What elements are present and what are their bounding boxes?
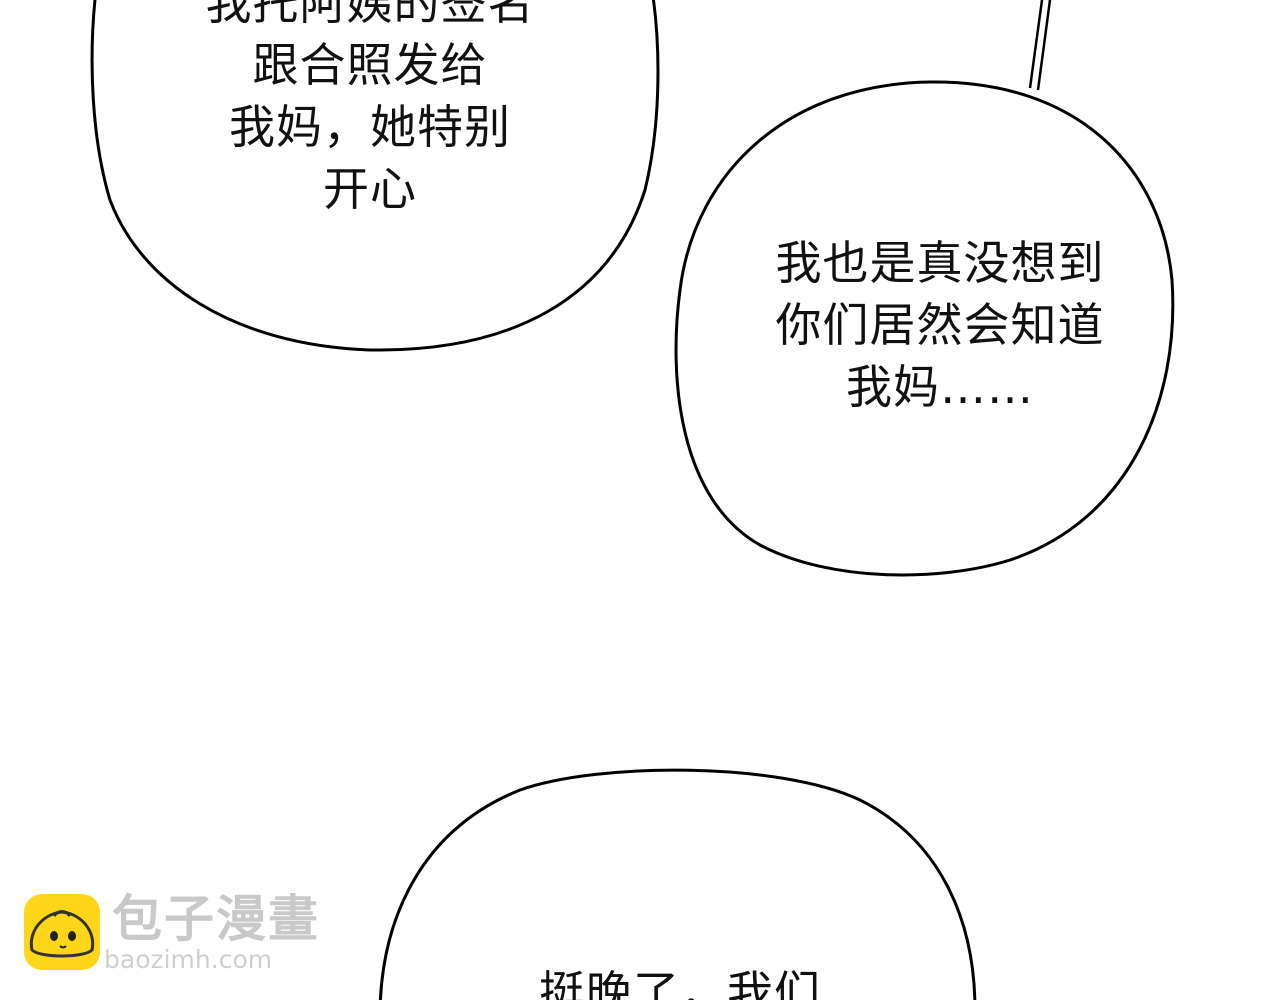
speech-bubble-1 [90,0,660,352]
speech-text-3: 挺晚了，我们 [480,962,880,1000]
watermark-name: 包子漫畫 [112,890,320,948]
bubble-tail [1028,0,1052,91]
speech-line: 挺晚了，我们 [539,966,821,1000]
speech-bubble-3 [378,768,977,1000]
speech-line: 开心 [323,162,417,216]
speech-text-1: 我托阿姨的签名 跟合照发给 我妈，她特别 开心 [170,0,570,220]
speech-line: 跟合照发给 [252,38,488,92]
speech-line: 我妈，她特别 [229,100,511,154]
watermark-url: baozimh.com [104,945,273,974]
speech-text-2: 我也是真没想到 你们居然会知道 我妈…… [740,232,1140,418]
speech-line: 我托阿姨的签名 [205,0,535,30]
watermark: 包子漫畫 baozimh.com [24,890,324,982]
speech-line: 你们居然会知道 [775,298,1105,352]
speech-line: 我妈…… [846,360,1034,414]
speech-line: 我也是真没想到 [775,236,1105,290]
steamed-bun-icon [24,894,100,970]
speech-bubble-2 [674,80,1175,577]
